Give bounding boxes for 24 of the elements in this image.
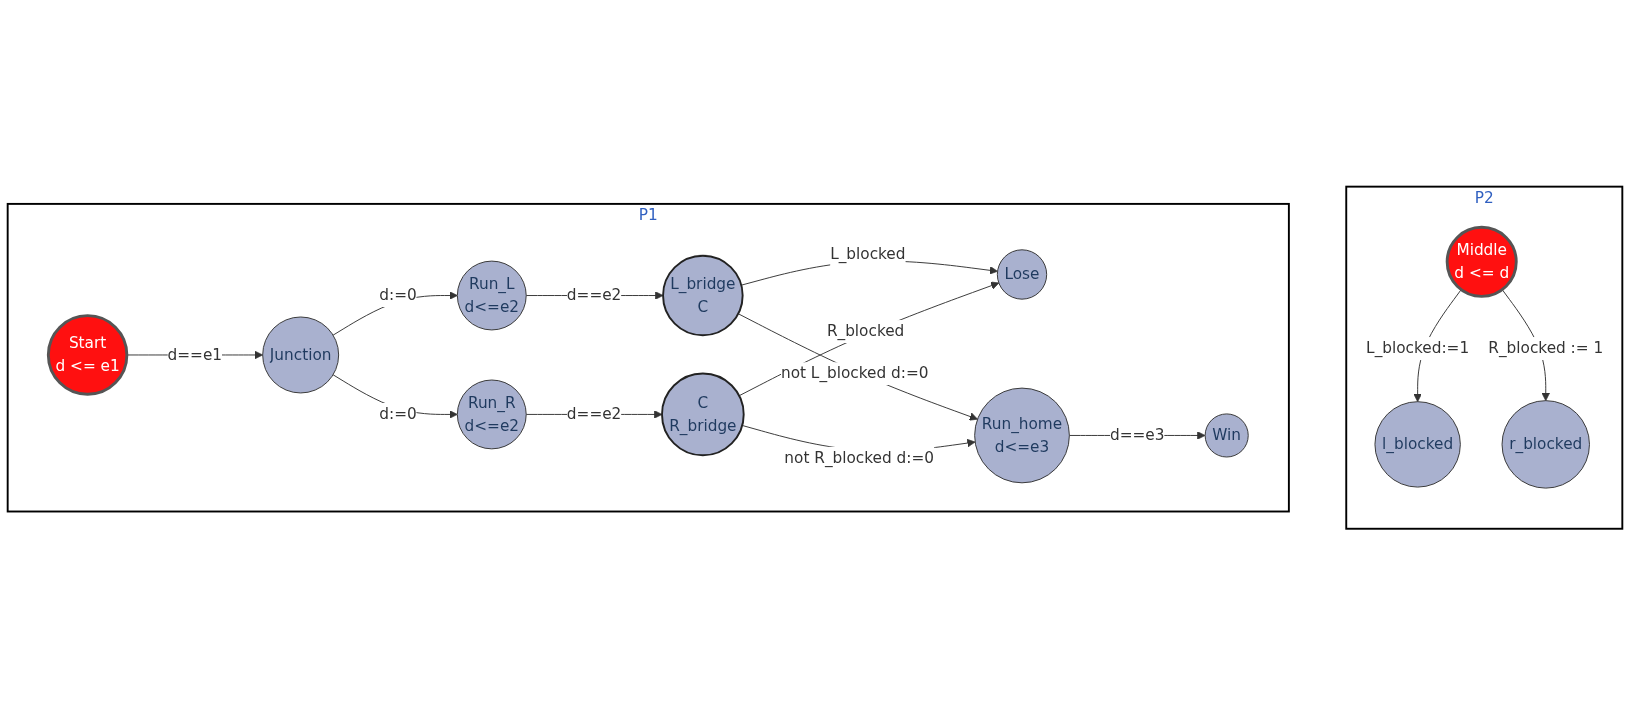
edge-label: not R_blocked d:=0 (784, 448, 935, 467)
node-circle: Run_R d<=e2 (456, 379, 527, 450)
node-circle: Lose (996, 249, 1048, 300)
edge-label: d:=0 (379, 404, 417, 423)
node-circle: Run_L d<=e2 (456, 260, 527, 331)
edge-label: R_blocked := 1 (1488, 338, 1604, 357)
node-circle: Junction (262, 316, 340, 394)
node-circle: Run_home d<=e3 (974, 387, 1070, 484)
node-circle: Middle d <= d (1445, 225, 1518, 298)
node-circle: Win (1204, 413, 1249, 458)
edge-label: d==e2 (566, 285, 622, 304)
edge-label: not L_blocked d:=0 (780, 363, 929, 383)
edge-label: R_blocked (826, 321, 905, 340)
node-circle: r_blocked (1501, 399, 1590, 489)
node-circle: l_blocked (1374, 401, 1461, 488)
edge-label: d==e1 (167, 345, 223, 364)
edge-label: d==e2 (566, 404, 622, 423)
node-circle: L_bridge C (662, 254, 744, 337)
node-circle: C R_bridge (661, 372, 745, 457)
edge-label: d:=0 (379, 285, 417, 304)
edge-label: d==e3 (1110, 425, 1165, 444)
node-circle: Start d <= e1 (46, 314, 129, 396)
edge-label: L_blocked:=1 (1366, 338, 1470, 357)
edge-label: L_blocked (830, 244, 906, 263)
